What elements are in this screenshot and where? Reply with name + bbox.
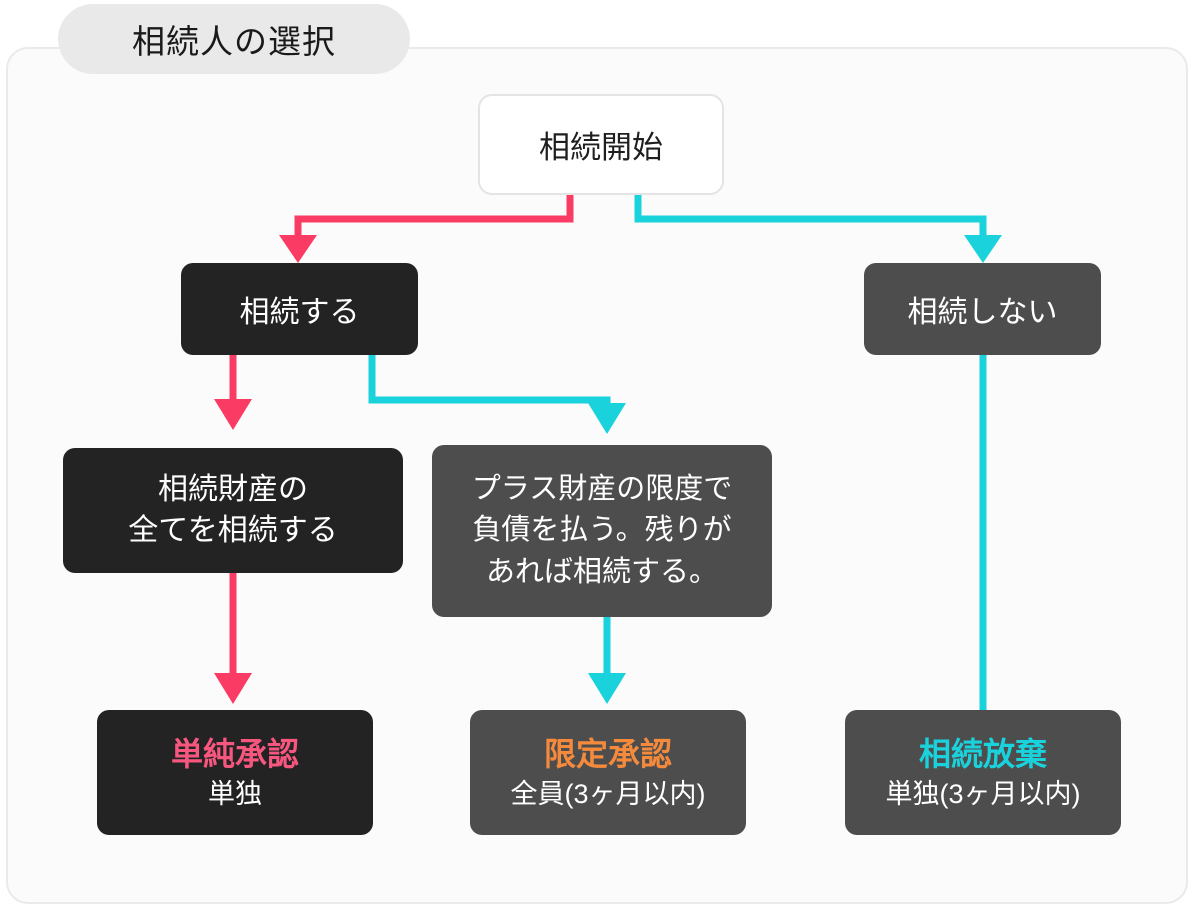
node-start[interactable]: 相続開始 [478, 94, 724, 195]
node-inherit-all[interactable]: 相続財産の 全てを相続する [63, 448, 403, 573]
node-start-label: 相続開始 [539, 130, 663, 165]
diagram-title-badge: 相続人の選択 [58, 4, 410, 74]
node-result-simple-acceptance-heading: 単純承認 [170, 736, 299, 773]
node-result-limited-acceptance-heading: 限定承認 [543, 736, 672, 773]
node-limited-desc-line2: 負債を払う。残りが [472, 514, 732, 547]
node-result-limited-acceptance-sub: 全員(3ヶ月以内) [510, 778, 706, 809]
node-result-simple-acceptance[interactable]: 単純承認 単独 [97, 710, 373, 835]
node-limited-desc-line3: あれば相続する。 [485, 555, 718, 588]
node-result-renunciation-heading: 相続放棄 [918, 736, 1047, 773]
node-inherit-all-line1: 相続財産の [158, 473, 308, 506]
node-accept[interactable]: 相続する [181, 263, 418, 355]
node-result-renunciation[interactable]: 相続放棄 単独(3ヶ月以内) [845, 710, 1121, 835]
node-accept-label: 相続する [239, 296, 360, 329]
node-limited-desc[interactable]: プラス財産の限度で 負債を払う。残りが あれば相続する。 [432, 445, 772, 617]
node-reject-label: 相続しない [907, 296, 1058, 329]
node-limited-desc-line1: プラス財産の限度で [471, 473, 733, 506]
node-result-limited-acceptance[interactable]: 限定承認 全員(3ヶ月以内) [470, 710, 746, 835]
page-title: 相続人の選択 [132, 23, 336, 60]
node-inherit-all-line2: 全てを相続する [128, 513, 338, 547]
node-reject[interactable]: 相続しない [864, 263, 1101, 355]
node-result-simple-acceptance-sub: 単独 [208, 778, 262, 809]
node-result-renunciation-sub: 単独(3ヶ月以内) [885, 778, 1081, 809]
